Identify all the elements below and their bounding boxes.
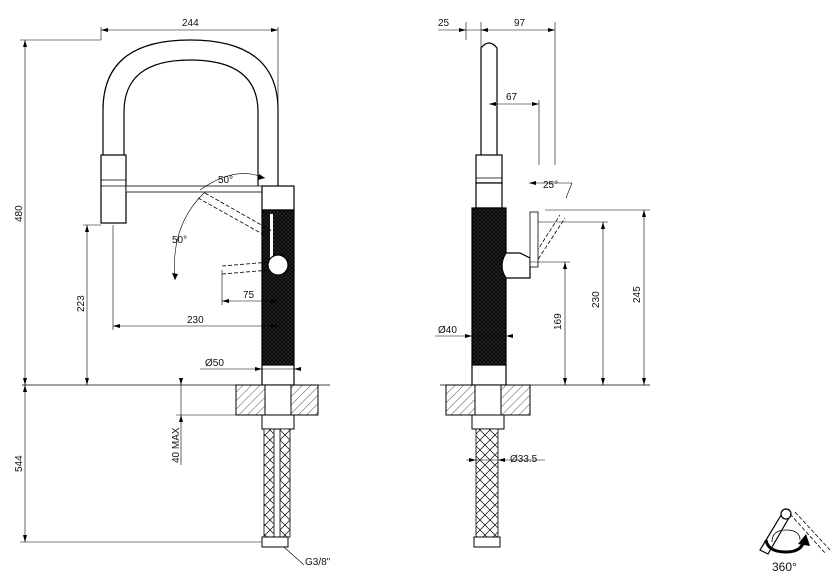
front-view [20, 27, 330, 566]
lever-top-height-dimension: 245 [632, 286, 643, 303]
spray-angle-up-label: 50° [218, 175, 233, 186]
lever-reach-dimension: 67 [506, 92, 518, 103]
base-diameter-dimension: Ø50 [205, 358, 224, 369]
lever-offset-dimension: 75 [243, 290, 255, 301]
rotation-label: 360° [772, 560, 797, 574]
lever-angle-label: 25° [543, 180, 558, 191]
side-view [435, 22, 650, 548]
max-deck-dimension: 40 MAX [171, 427, 182, 463]
under-deck-dimension: 544 [14, 455, 25, 472]
spout-height-dimension: 223 [76, 295, 87, 312]
side-projection-dimension: 97 [514, 18, 526, 29]
lever-height-low-dimension: 169 [553, 313, 564, 330]
rotation-icon [759, 508, 831, 555]
body-diameter-dimension: Ø40 [438, 325, 457, 336]
lever-height-dimension: 230 [591, 291, 602, 308]
shank-diameter-dimension: Ø33.5 [510, 454, 538, 465]
connection-label: G3/8" [305, 557, 331, 568]
spray-reach-dimension: 230 [187, 315, 204, 326]
spray-angle-down-label: 50° [172, 235, 187, 246]
reach-dimension: 244 [182, 18, 199, 29]
side-offset-dimension: 25 [438, 18, 450, 29]
height-dimension: 480 [14, 205, 25, 222]
